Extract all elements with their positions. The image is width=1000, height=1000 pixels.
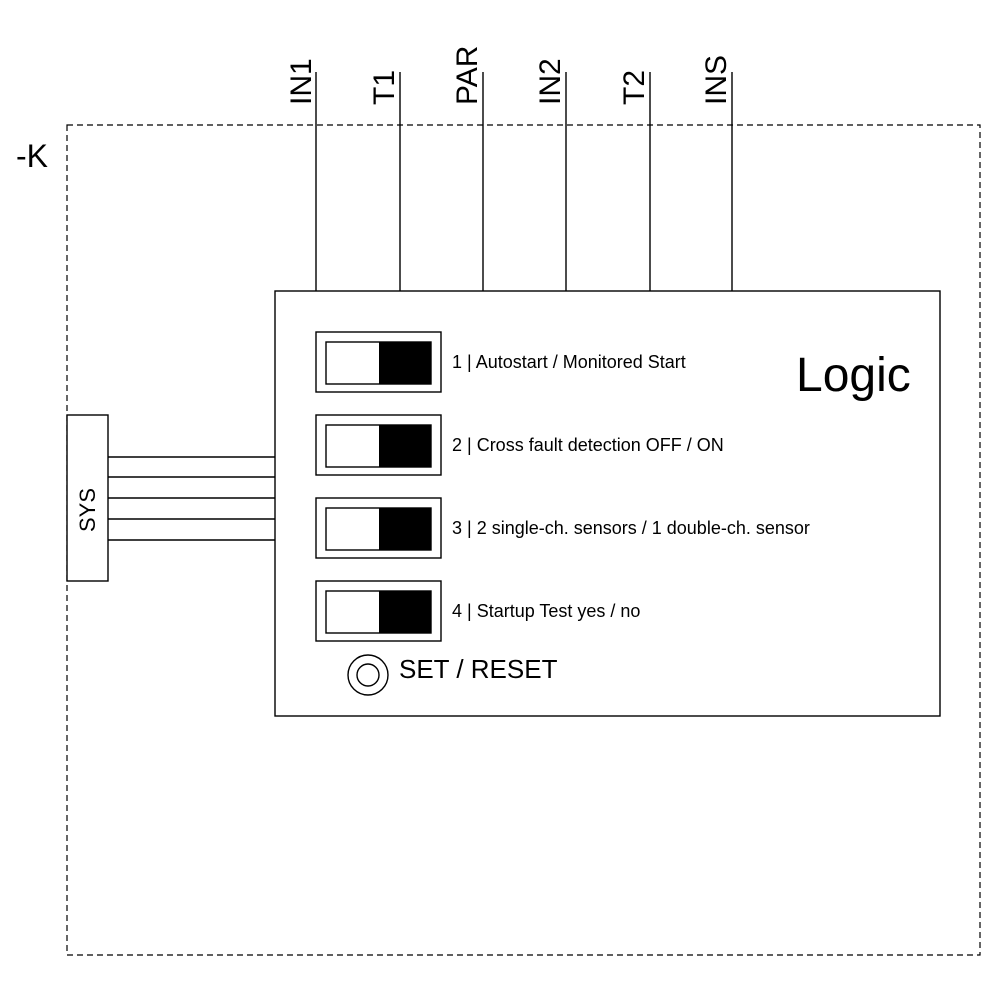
set-reset-button-inner-ring [356, 663, 380, 687]
terminal-label-ins: INS [700, 55, 733, 105]
terminal-label-par: PAR [451, 46, 484, 105]
sys-bus-lines [108, 456, 275, 541]
dip-switch-1[interactable] [315, 331, 442, 393]
dip-switch-3-slider [379, 508, 431, 550]
terminal-label-in2: IN2 [534, 58, 567, 105]
dip-switch-4-slider [379, 591, 431, 633]
dip-switch-2-label: 2 | Cross fault detection OFF / ON [452, 435, 724, 455]
logic-title: Logic [796, 349, 911, 402]
set-reset-button[interactable] [347, 654, 389, 696]
set-reset-button-label: SET / RESET [399, 654, 558, 684]
dip-switch-4[interactable] [315, 580, 442, 642]
dip-switch-3[interactable] [315, 497, 442, 559]
terminal-labels: IN1 T1 PAR IN2 T2 INS [285, 46, 733, 105]
terminal-wires [315, 72, 733, 291]
dip-switch-3-label: 3 | 2 single-ch. sensors / 1 double-ch. … [452, 518, 810, 538]
dip-switch-1-slider [379, 342, 431, 384]
dip-switch-1-frame [315, 331, 442, 393]
sys-connector-label: SYS [75, 488, 100, 532]
terminal-label-t1: T1 [368, 70, 401, 105]
dip-switch-3-frame [315, 497, 442, 559]
terminal-label-in1: IN1 [285, 58, 318, 105]
dip-switch-2[interactable] [315, 414, 442, 476]
logic-block [274, 290, 941, 717]
sys-connector [66, 414, 109, 582]
dip-switch-4-frame [315, 580, 442, 642]
terminal-label-t2: T2 [618, 70, 651, 105]
dip-switch-4-label: 4 | Startup Test yes / no [452, 601, 640, 621]
dip-switch-1-label: 1 | Autostart / Monitored Start [452, 352, 686, 372]
dip-switch-2-frame [315, 414, 442, 476]
device-designation: -K [16, 138, 48, 174]
dip-switch-2-slider [379, 425, 431, 467]
